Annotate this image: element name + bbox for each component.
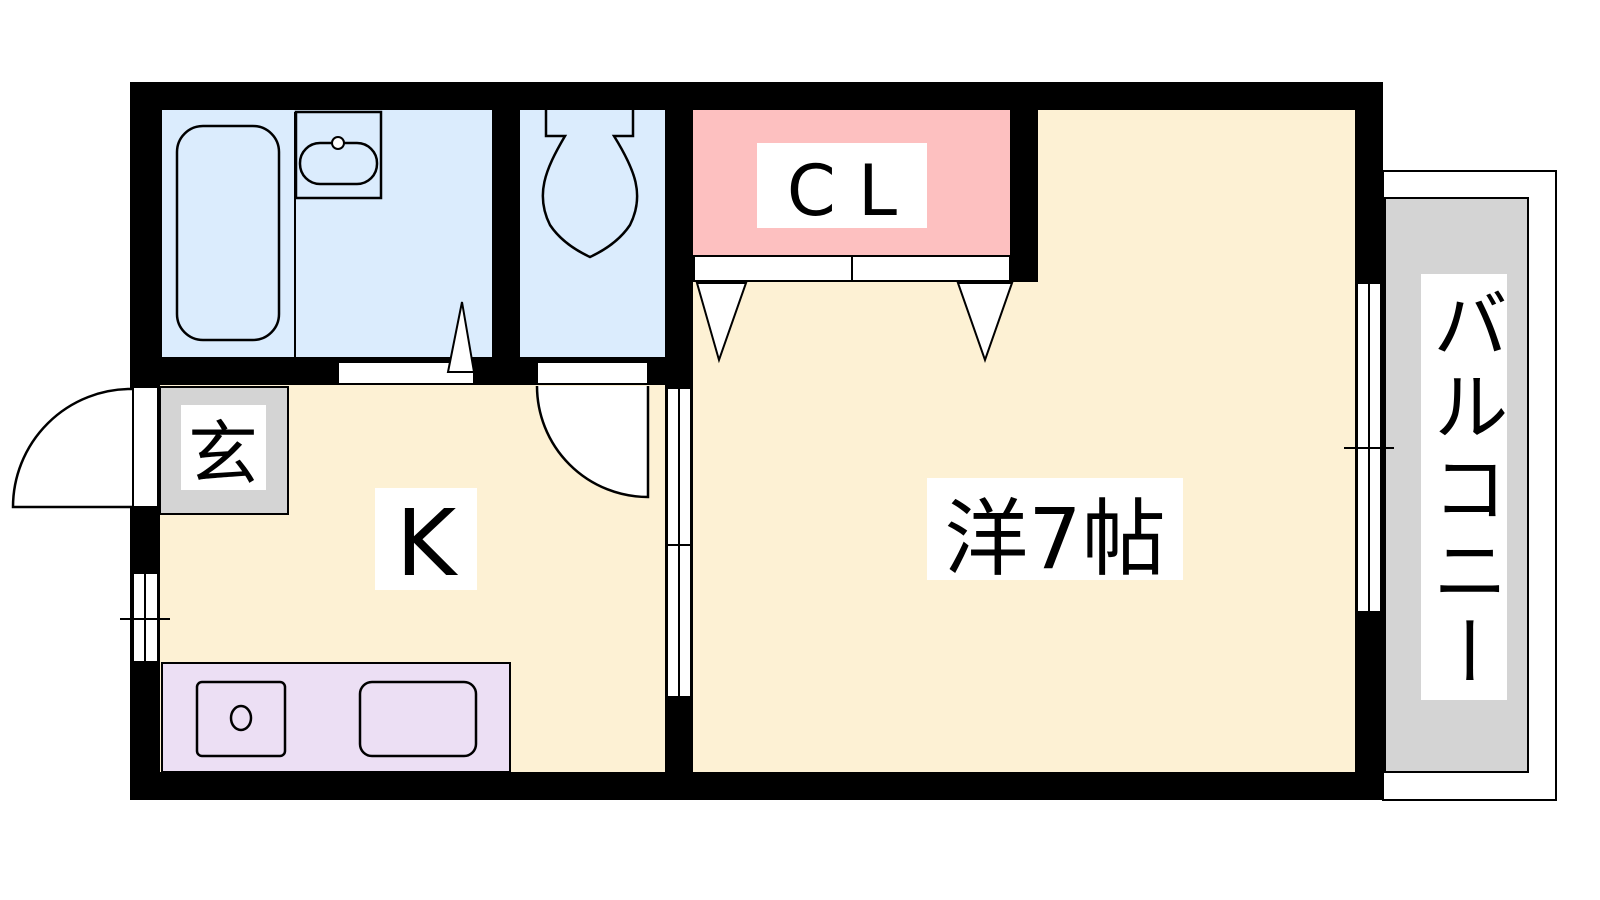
toilet-door-swing xyxy=(535,385,650,499)
bathroom xyxy=(162,110,492,357)
entrance-door-opening[interactable] xyxy=(132,386,159,508)
bathtub-icon xyxy=(175,124,281,342)
washbasin-box xyxy=(294,110,383,200)
entrance-door-swing xyxy=(11,387,133,509)
closet-door-swing xyxy=(695,282,748,364)
toilet-door[interactable] xyxy=(536,361,649,385)
kitchen-sink-icon xyxy=(358,680,478,758)
toilet-icon xyxy=(541,110,639,259)
folding-door-icon xyxy=(446,301,476,373)
entrance-label: 玄 xyxy=(188,413,258,495)
balcony-label: バルコニー xyxy=(1420,285,1509,695)
kitchen-label: K xyxy=(396,490,459,597)
closet-door-swing xyxy=(956,282,1014,364)
closet-wall xyxy=(1010,110,1038,282)
toilet-room xyxy=(520,110,665,357)
stove-icon xyxy=(195,680,287,758)
closet-label: C L xyxy=(787,150,897,232)
western-room-label: 洋7帖 xyxy=(944,490,1165,588)
